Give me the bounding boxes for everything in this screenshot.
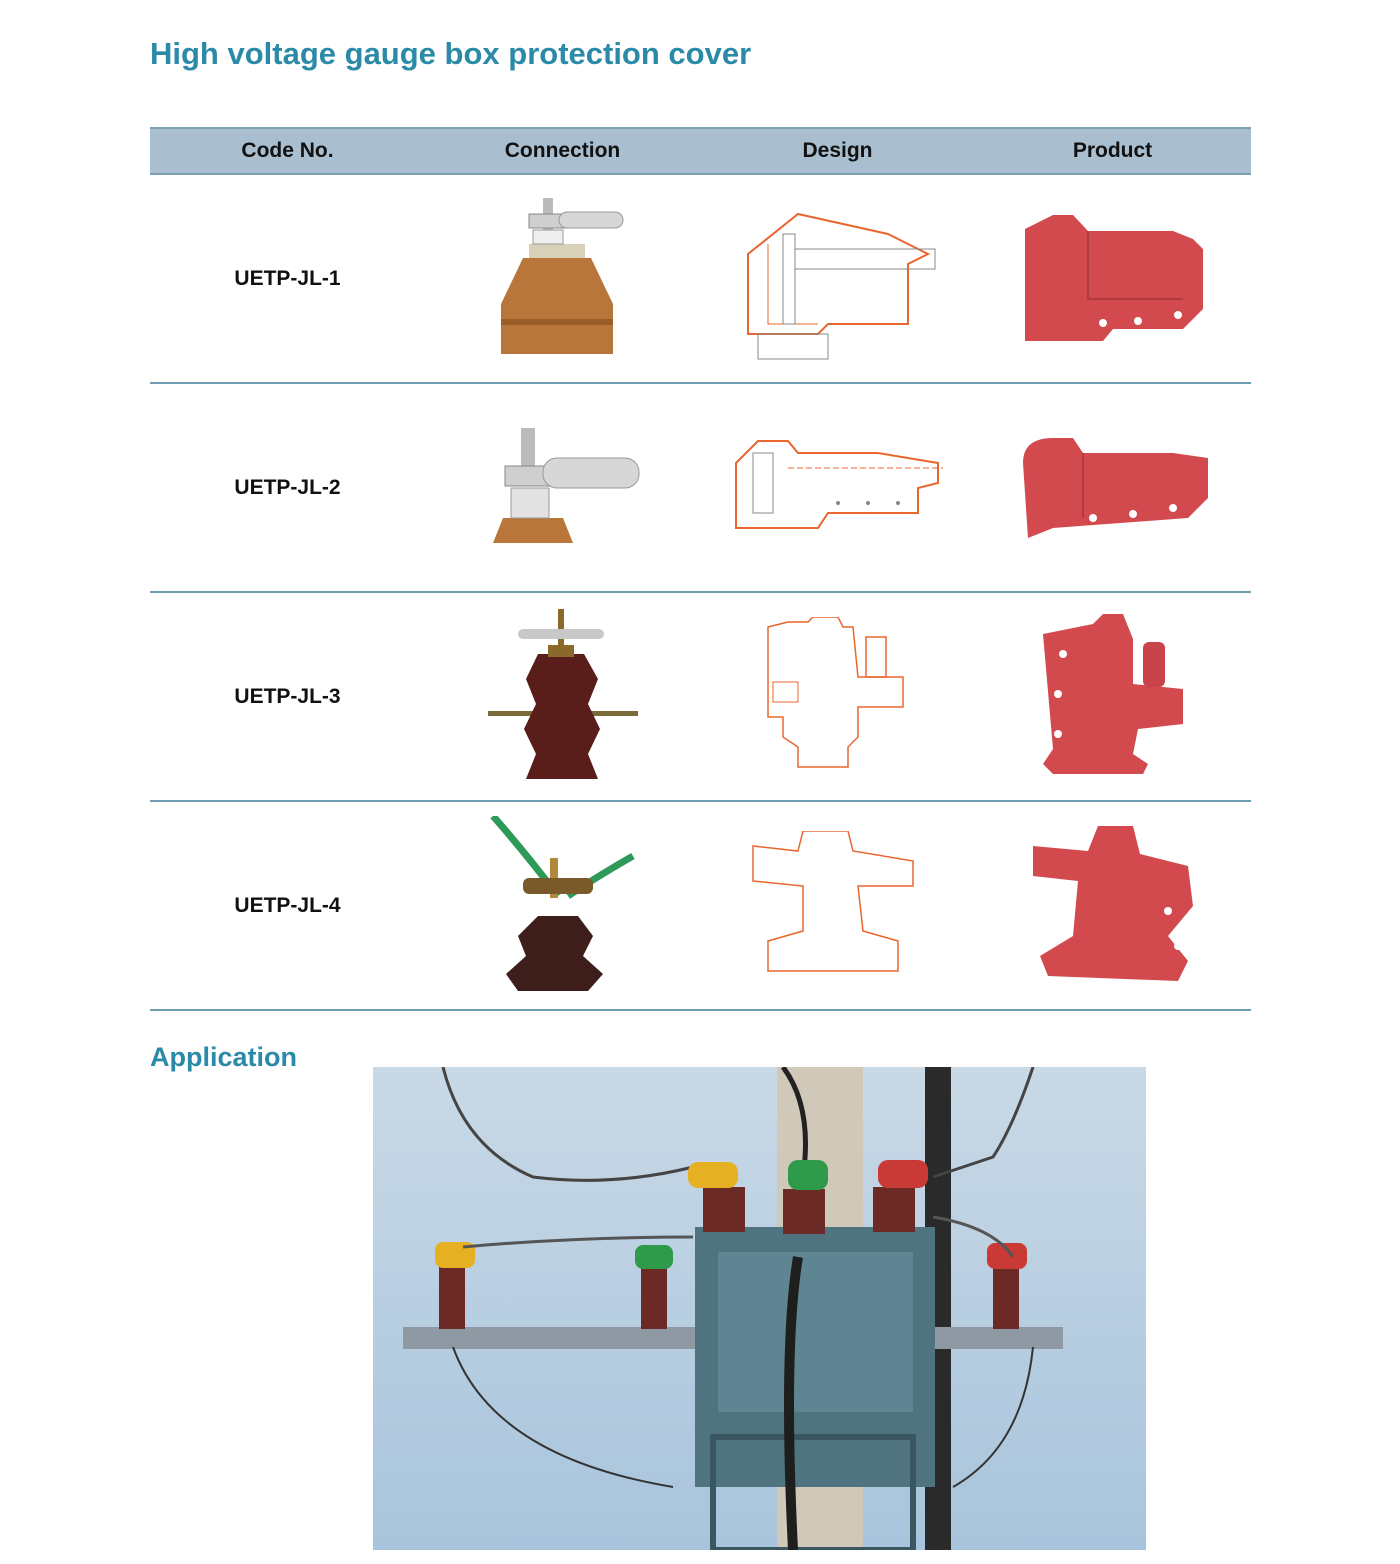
code-number: UETP-JL-3 bbox=[234, 684, 341, 708]
design-drawing bbox=[700, 175, 975, 382]
product-photo bbox=[975, 175, 1250, 382]
connection-image bbox=[425, 593, 700, 800]
code-number: UETP-JL-2 bbox=[234, 475, 341, 499]
connection-image bbox=[425, 802, 700, 1009]
page-title: High voltage gauge box protection cover bbox=[150, 36, 752, 71]
header-design: Design bbox=[802, 139, 873, 162]
product-table: Code No. Connection Design Product UETP-… bbox=[150, 127, 1251, 1011]
application-photo bbox=[373, 1067, 1146, 1550]
table-header: Code No. Connection Design Product bbox=[150, 127, 1251, 175]
product-photo bbox=[975, 802, 1250, 1009]
design-drawing bbox=[700, 384, 975, 591]
table-row: UETP-JL-4 bbox=[150, 802, 1251, 1011]
header-code-no: Code No. bbox=[241, 139, 334, 162]
table-row: UETP-JL-1 bbox=[150, 175, 1251, 384]
application-title: Application bbox=[150, 1042, 297, 1072]
design-drawing bbox=[700, 593, 975, 800]
table-row: UETP-JL-2 bbox=[150, 384, 1251, 593]
connection-image bbox=[425, 175, 700, 382]
connection-image bbox=[425, 384, 700, 591]
product-photo bbox=[975, 593, 1250, 800]
design-drawing bbox=[700, 802, 975, 1009]
product-photo bbox=[975, 384, 1250, 591]
code-number: UETP-JL-1 bbox=[234, 266, 341, 290]
header-product: Product bbox=[1072, 139, 1153, 162]
header-connection: Connection bbox=[504, 139, 621, 162]
code-number: UETP-JL-4 bbox=[234, 893, 341, 917]
table-row: UETP-JL-3 bbox=[150, 593, 1251, 802]
